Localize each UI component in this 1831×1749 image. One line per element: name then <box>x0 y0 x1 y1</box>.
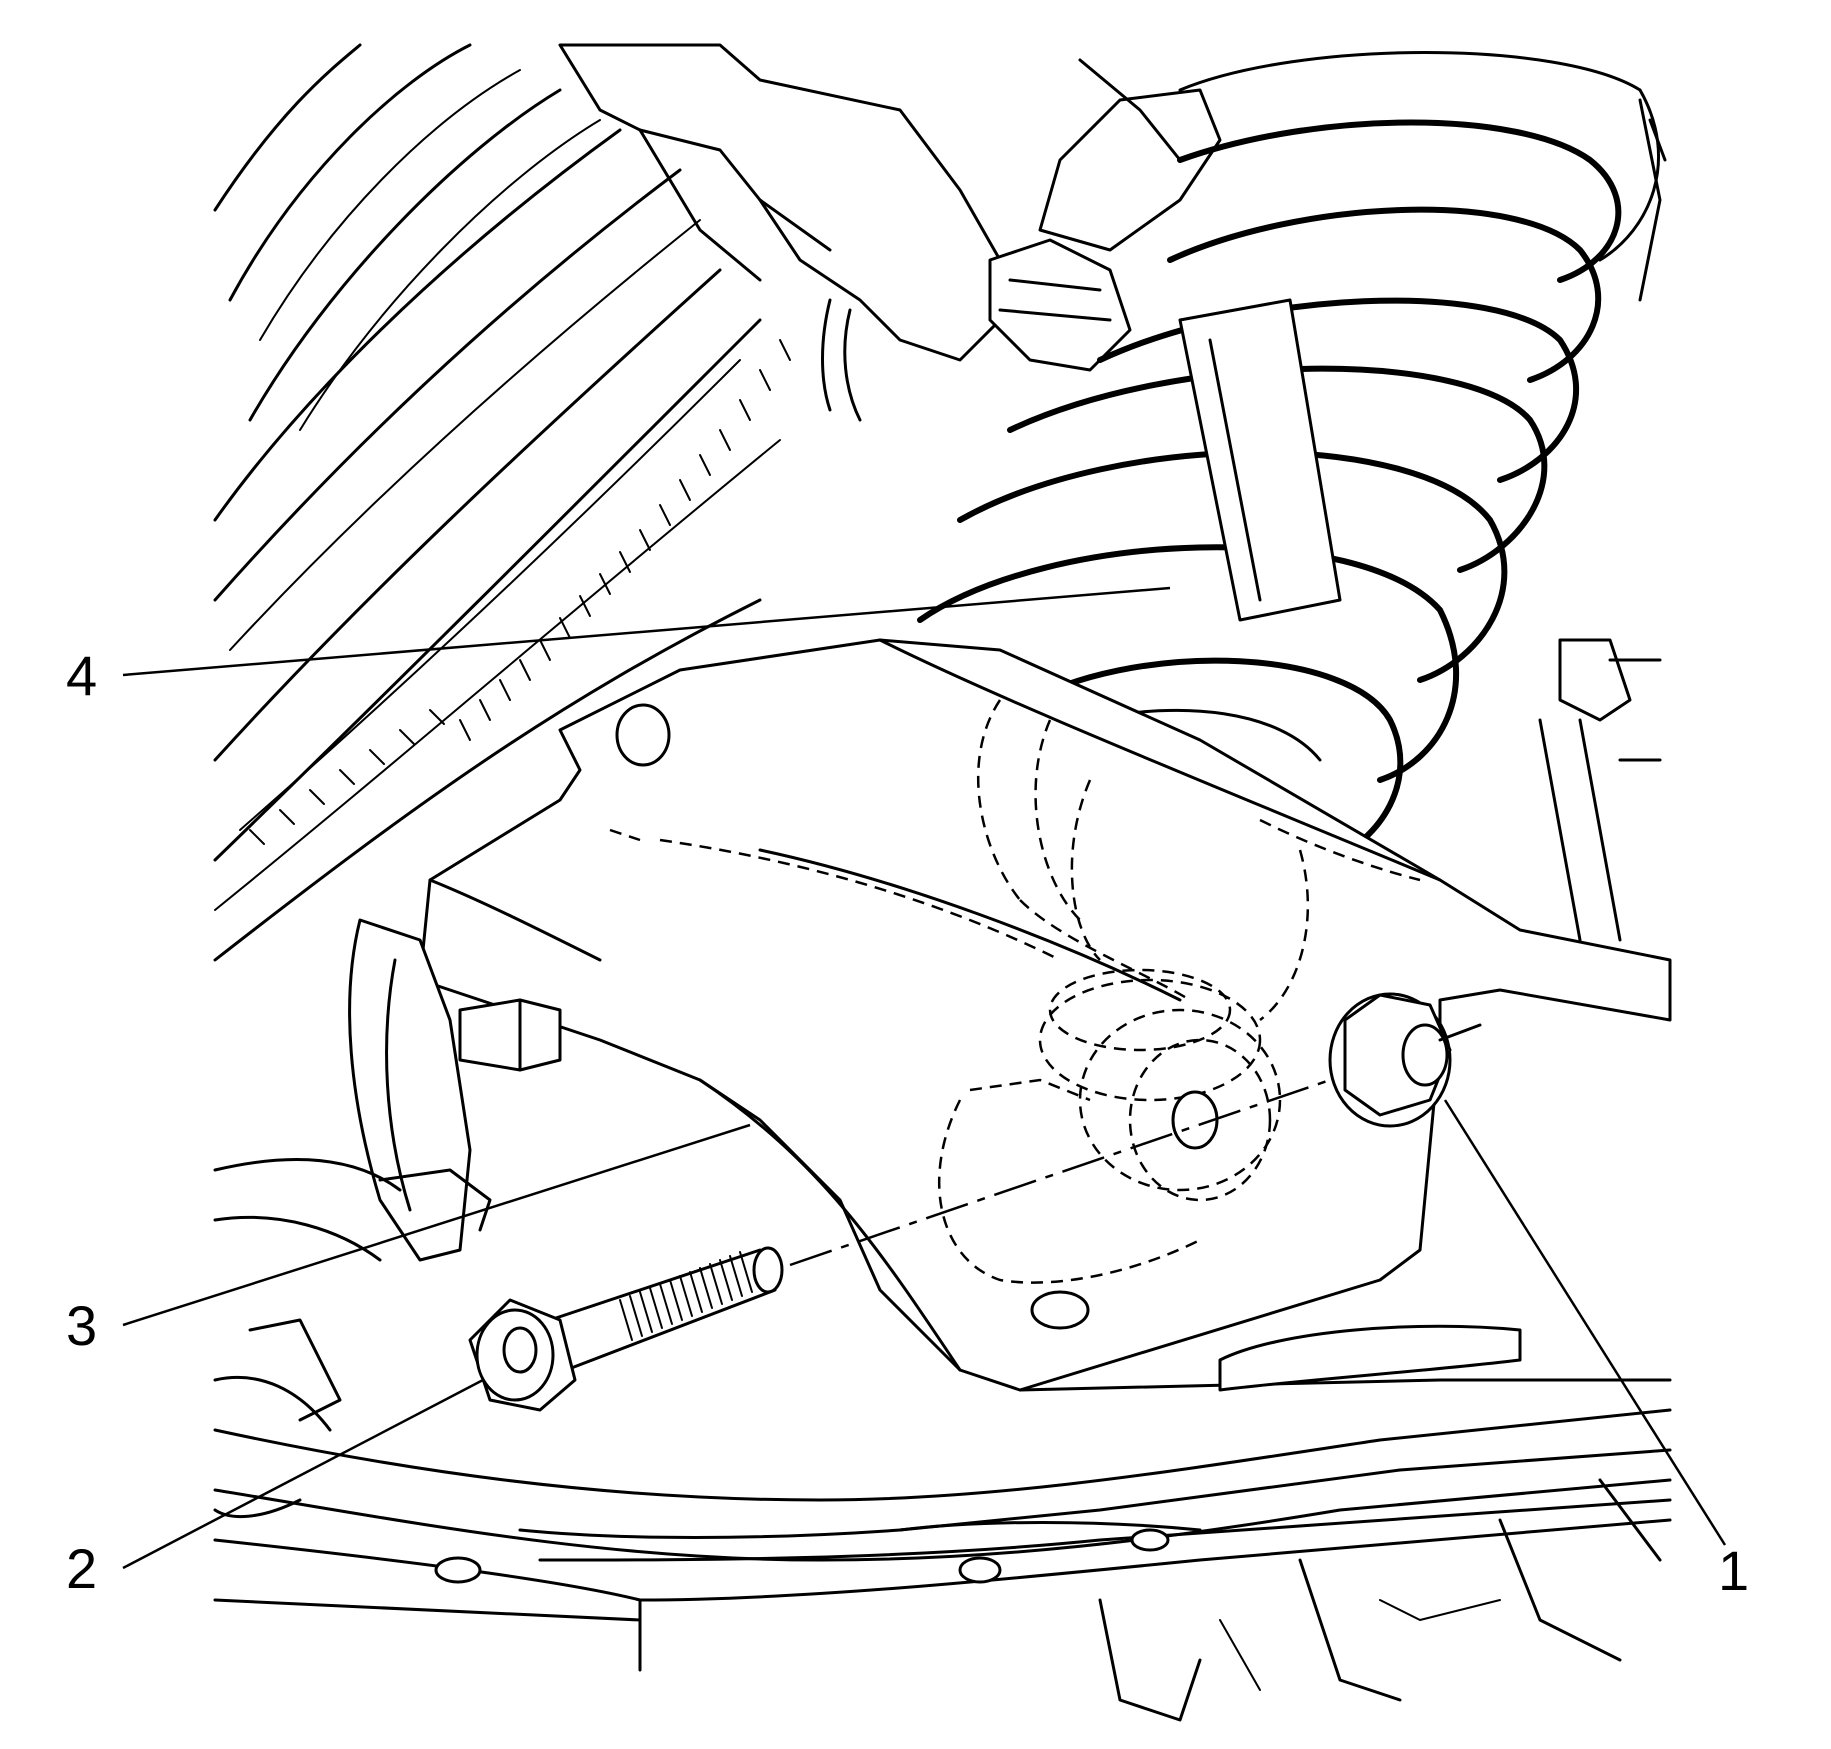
brake-caliper <box>558 43 1222 422</box>
callout-4: 4 <box>66 644 97 707</box>
callout-2: 2 <box>66 1537 97 1600</box>
callout-3: 3 <box>66 1294 97 1357</box>
steering-knuckle <box>213 918 562 1519</box>
nut <box>1328 992 1482 1128</box>
lower-control-arm <box>418 638 1672 1392</box>
brake-rotor <box>213 43 791 962</box>
shock-absorber <box>1178 298 1342 622</box>
subframe <box>213 1408 1672 1722</box>
stabilizer-link <box>1538 638 1662 942</box>
callout-1: 1 <box>1718 1539 1749 1602</box>
bolt-axis-line <box>789 1078 1331 1267</box>
bolt <box>468 1246 784 1412</box>
leader-lines <box>122 586 1727 1570</box>
hidden-bushing <box>938 699 1421 1284</box>
